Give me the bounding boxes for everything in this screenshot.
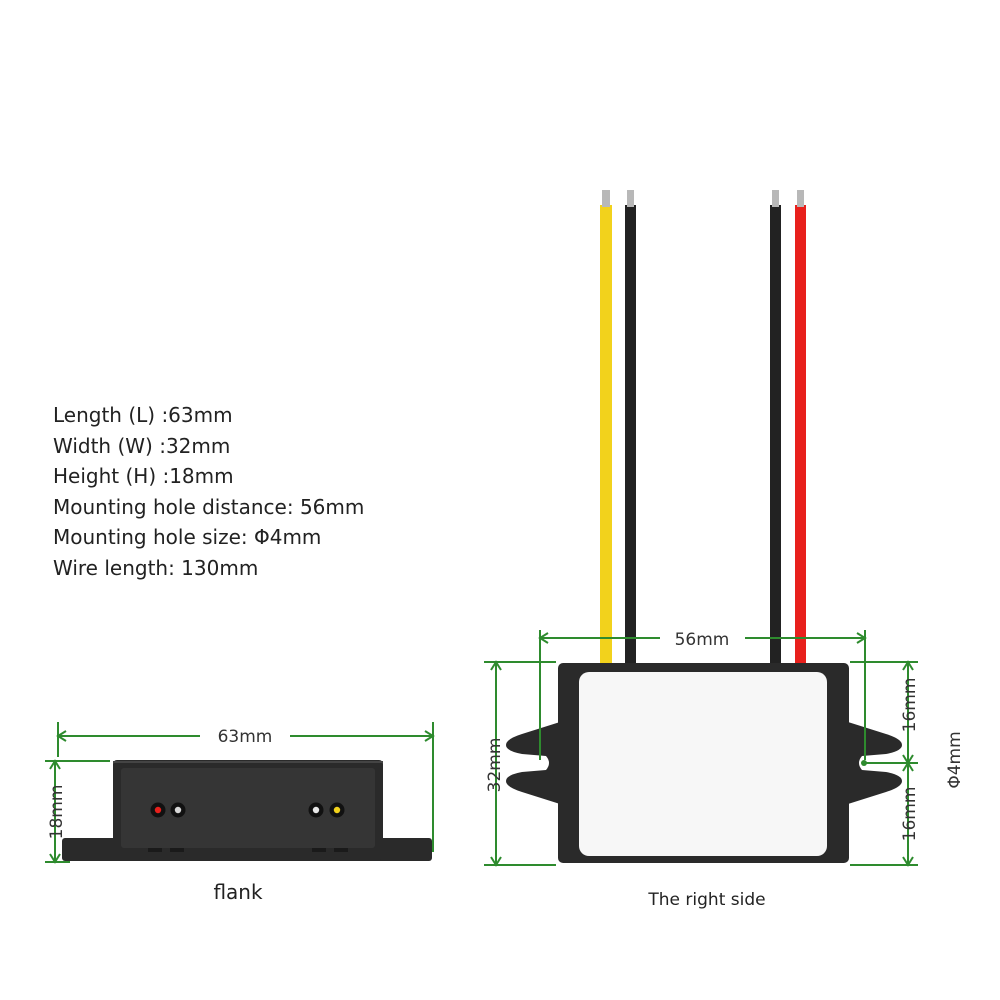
mounting-tab-right [848, 722, 902, 804]
mounting-tabs [506, 722, 902, 804]
wire-black-right [770, 205, 781, 665]
wire-red [795, 205, 806, 665]
half-width-dimension [850, 660, 918, 867]
right-side-view: 56mm 32mm 16mm 16mm Φ4mm The right side [484, 190, 965, 910]
flank-height-dimension [45, 759, 110, 864]
flank-length-label: 63mm [218, 727, 273, 747]
flank-caption: flank [213, 880, 263, 904]
flank-view: 63mm 18mm flank [45, 722, 435, 904]
spec-hole-size: Mounting hole size: Φ4mm [53, 525, 322, 549]
spec-list: Length (L) :63mm Width (W) :32mm Height … [53, 400, 364, 583]
wire-red-tip [797, 190, 804, 207]
wires [600, 190, 806, 665]
spec-wire-length: Wire length: 130mm [53, 555, 259, 580]
width-label: 32mm [485, 738, 505, 793]
flank-body-inner [121, 768, 375, 848]
hole-size-label: Φ4mm [945, 731, 965, 788]
flank-foot-mark [170, 848, 184, 852]
hole-distance-label: 56mm [675, 630, 730, 650]
spec-width: Width (W) :32mm [53, 433, 231, 458]
wire-yellow [600, 205, 612, 665]
right-side-caption: The right side [647, 890, 765, 910]
wire-black-left-tip [627, 190, 634, 207]
wire-exit-yellow-core [333, 806, 341, 814]
hole-marker [861, 760, 867, 766]
flank-length-dimension [56, 722, 435, 852]
wire-black-right-tip [772, 190, 779, 207]
wire-yellow-tip [602, 190, 610, 207]
flank-foot-mark [148, 848, 162, 852]
hole-distance-dimension [538, 630, 867, 760]
module-label-plate [579, 672, 827, 856]
spec-length: Length (L) :63mm [53, 403, 233, 427]
width-dimension [484, 660, 556, 867]
wire-exit-black-core [174, 806, 182, 814]
upper-half-label: 16mm [900, 678, 920, 733]
wire-black-left [625, 205, 636, 665]
spec-height: Height (H) :18mm [53, 464, 234, 488]
mounting-tab-left [506, 722, 560, 804]
wire-exit-black-right-core [312, 806, 320, 814]
lower-half-label: 16mm [900, 787, 920, 842]
wire-exit-red-core [154, 806, 162, 814]
spec-hole-distance: Mounting hole distance: 56mm [53, 494, 365, 519]
flank-foot-mark [334, 848, 348, 852]
flank-foot-mark [312, 848, 326, 852]
flank-height-label: 18mm [47, 785, 67, 840]
